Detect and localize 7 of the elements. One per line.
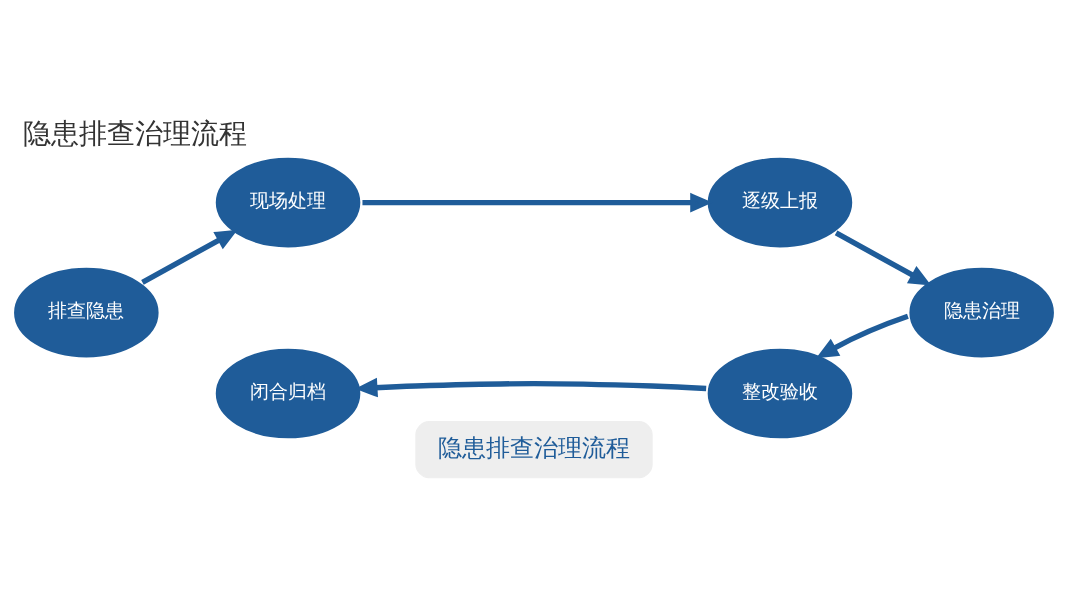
arrow — [141, 229, 238, 285]
node-ellipse: 整改验收 — [704, 345, 856, 442]
node-ellipse: 闭合归档 — [212, 345, 364, 442]
diagram-title: 隐患排查治理流程 — [22, 117, 247, 151]
arrow — [816, 313, 909, 359]
node-ellipse: 逐级上报 — [704, 154, 856, 251]
arrow — [834, 230, 932, 286]
